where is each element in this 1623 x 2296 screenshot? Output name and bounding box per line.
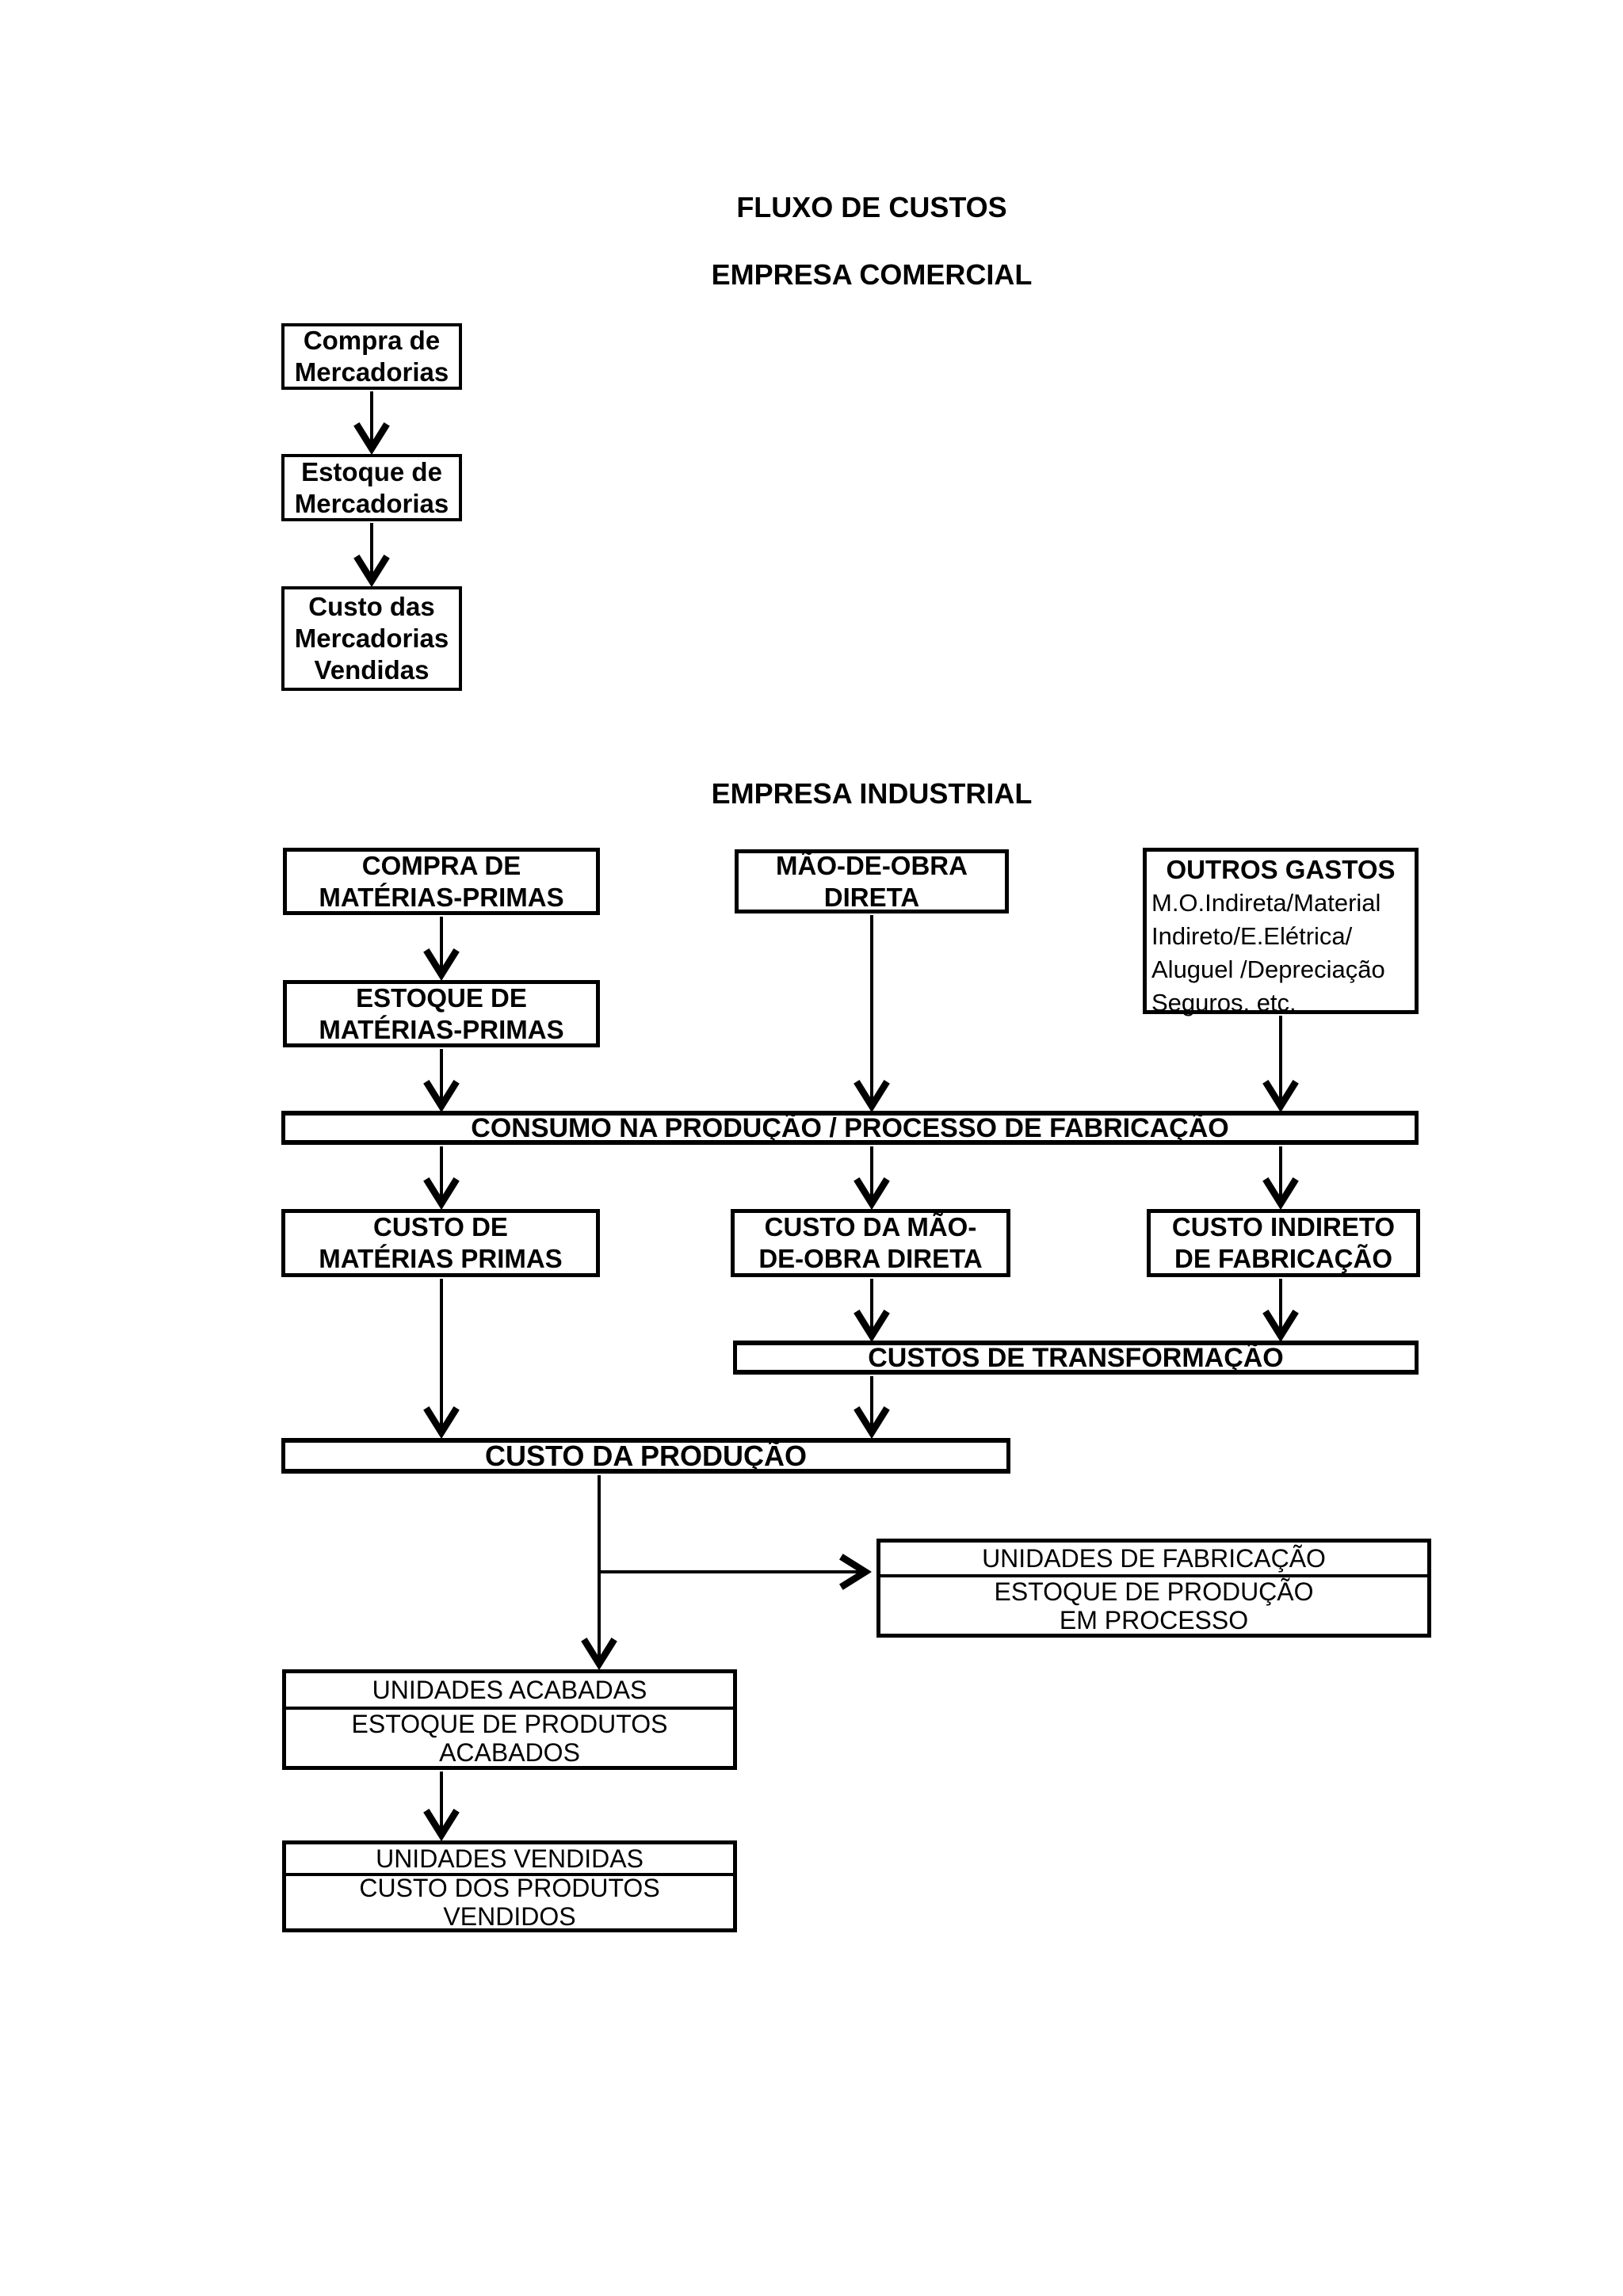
box-custo-mao-de-obra-direta: CUSTO DA MÃO- DE-OBRA DIRETA <box>731 1209 1010 1277</box>
box-estoque-mercadorias-label: Estoque de Mercadorias <box>294 456 449 518</box>
bar-consumo-producao-label: CONSUMO NA PRODUÇÃO / PROCESSO DE FABRIC… <box>471 1112 1229 1143</box>
bar-consumo-producao: CONSUMO NA PRODUÇÃO / PROCESSO DE FABRIC… <box>281 1111 1419 1145</box>
box-outros-gastos-title: OUTROS GASTOS <box>1166 855 1396 884</box>
box-compra-materias-primas: COMPRA DE MATÉRIAS-PRIMAS <box>283 848 600 915</box>
box-outros-gastos-detail: M.O.Indireta/Material Indireto/E.Elétric… <box>1151 889 1385 1016</box>
box-compra-materias-primas-label: COMPRA DE MATÉRIAS-PRIMAS <box>319 850 564 912</box>
box-custo-mercadorias-vendidas: Custo das Mercadorias Vendidas <box>281 586 462 691</box>
box-unidades-fabricacao-bottom-label: ESTOQUE DE PRODUÇÃO EM PROCESSO <box>994 1577 1314 1634</box>
box-unidades-acabadas-bottom-label: ESTOQUE DE PRODUTOS ACABADOS <box>351 1709 668 1767</box>
box-custo-mao-de-obra-direta-label: CUSTO DA MÃO- DE-OBRA DIRETA <box>758 1212 983 1273</box>
bar-custos-transformacao-label: CUSTOS DE TRANSFORMAÇÃO <box>868 1342 1284 1373</box>
box-unidades-fabricacao: UNIDADES DE FABRICAÇÃO ESTOQUE DE PRODUÇ… <box>876 1539 1431 1638</box>
box-unidades-acabadas: UNIDADES ACABADAS ESTOQUE DE PRODUTOS AC… <box>282 1669 737 1770</box>
bar-custos-transformacao: CUSTOS DE TRANSFORMAÇÃO <box>733 1341 1419 1375</box>
box-unidades-vendidas-top: UNIDADES VENDIDAS <box>286 1844 733 1876</box>
box-custo-indireto-fabricacao: CUSTO INDIRETO DE FABRICAÇÃO <box>1147 1209 1420 1277</box>
box-unidades-fabricacao-bottom: ESTOQUE DE PRODUÇÃO EM PROCESSO <box>880 1577 1427 1634</box>
box-custo-mercadorias-vendidas-label: Custo das Mercadorias Vendidas <box>294 592 449 685</box>
box-unidades-fabricacao-top-label: UNIDADES DE FABRICAÇÃO <box>982 1544 1326 1573</box>
section-heading-industrial: EMPRESA INDUSTRIAL <box>711 777 1033 810</box>
bar-custo-producao-label: CUSTO DA PRODUÇÃO <box>484 1439 808 1472</box>
box-unidades-fabricacao-top: UNIDADES DE FABRICAÇÃO <box>880 1543 1427 1577</box>
box-estoque-mercadorias: Estoque de Mercadorias <box>281 454 462 521</box>
section-heading-comercial: EMPRESA COMERCIAL <box>711 258 1033 291</box>
box-unidades-acabadas-bottom: ESTOQUE DE PRODUTOS ACABADOS <box>286 1709 733 1767</box>
box-unidades-acabadas-top-label: UNIDADES ACABADAS <box>372 1676 647 1704</box>
box-custo-materias-primas-label: CUSTO DE MATÉRIAS PRIMAS <box>319 1212 563 1273</box>
box-estoque-materias-primas-label: ESTOQUE DE MATÉRIAS-PRIMAS <box>319 982 564 1044</box>
box-unidades-vendidas-bottom: CUSTO DOS PRODUTOS VENDIDOS <box>286 1874 733 1931</box>
box-mao-de-obra-direta-label: MÃO-DE-OBRA DIRETA <box>776 850 968 912</box>
box-outros-gastos: OUTROS GASTOS M.O.Indireta/Material Indi… <box>1143 848 1419 1016</box>
box-unidades-vendidas: UNIDADES VENDIDAS CUSTO DOS PRODUTOS VEN… <box>282 1840 737 1932</box>
box-compra-mercadorias: Compra de Mercadorias <box>281 323 462 390</box>
box-custo-materias-primas: CUSTO DE MATÉRIAS PRIMAS <box>281 1209 600 1277</box>
box-custo-indireto-fabricacao-label: CUSTO INDIRETO DE FABRICAÇÃO <box>1171 1212 1396 1273</box>
box-unidades-acabadas-top: UNIDADES ACABADAS <box>286 1673 733 1710</box>
page-title: FLUXO DE CUSTOS <box>736 191 1007 223</box>
bar-custo-producao: CUSTO DA PRODUÇÃO <box>281 1438 1010 1474</box>
box-mao-de-obra-direta: MÃO-DE-OBRA DIRETA <box>735 849 1009 913</box>
box-estoque-materias-primas: ESTOQUE DE MATÉRIAS-PRIMAS <box>283 980 600 1047</box>
box-unidades-vendidas-bottom-label: CUSTO DOS PRODUTOS VENDIDOS <box>359 1874 660 1931</box>
box-compra-mercadorias-label: Compra de Mercadorias <box>294 326 449 387</box>
box-unidades-vendidas-top-label: UNIDADES VENDIDAS <box>376 1844 643 1873</box>
